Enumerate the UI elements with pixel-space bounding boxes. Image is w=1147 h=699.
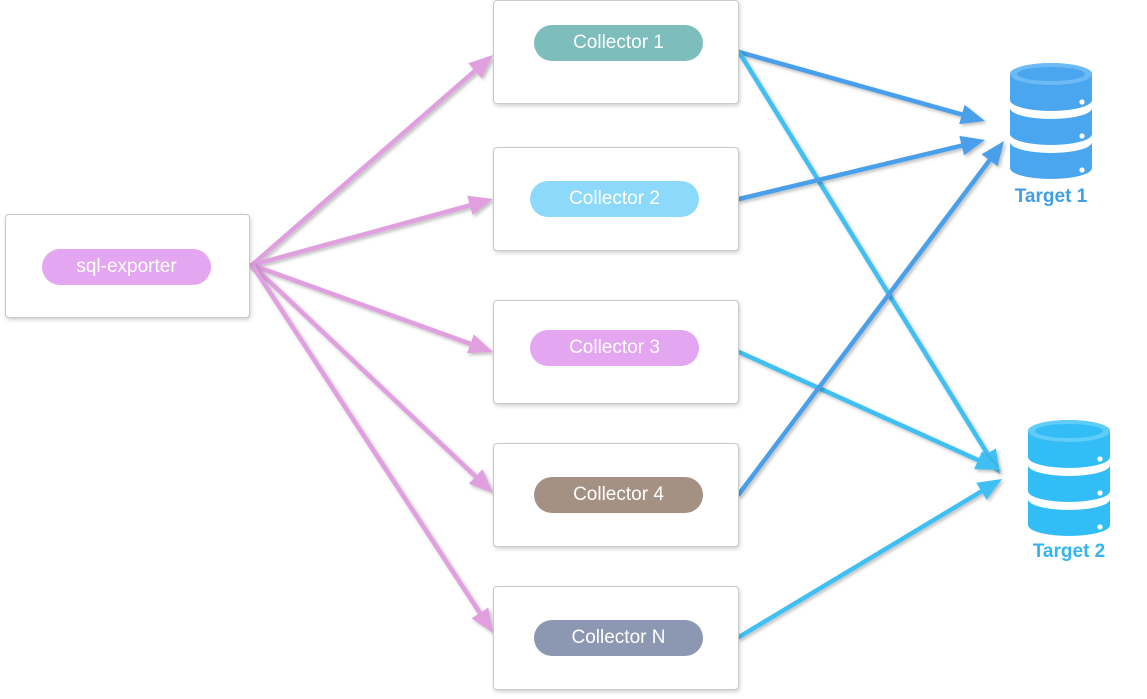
edges-layer: [249, 49, 1004, 640]
arrowhead: [981, 141, 1004, 167]
edge-source-to-collector-n: [249, 262, 493, 633]
collector-pill-4: Collector 4: [534, 477, 703, 513]
edge-line: [249, 262, 484, 617]
collector-label: Collector N: [571, 627, 666, 648]
target-1-label: Target 1: [1014, 186, 1088, 207]
database-icon: [1010, 63, 1092, 179]
collector-pill-3: Collector 3: [530, 330, 699, 366]
source-label: sql-exporter: [76, 256, 177, 277]
edge-line: [736, 349, 983, 464]
edge-collector-4-to-target-1: [736, 141, 1004, 497]
edge-collector-1-to-target-1: [736, 49, 985, 125]
arrowhead: [959, 135, 985, 156]
collector-label: Collector 2: [569, 188, 660, 209]
target-2-label: Target 2: [1032, 541, 1106, 562]
arrowhead: [976, 479, 1002, 500]
edge-line: [736, 156, 994, 497]
edge-line: [736, 49, 967, 118]
edge-source-to-collector-2: [249, 195, 493, 268]
collector-label: Collector 1: [573, 32, 664, 53]
edge-line: [736, 488, 986, 640]
collector-node-n[interactable]: Collector N: [493, 586, 739, 690]
edge-line: [249, 202, 475, 268]
collector-node-3[interactable]: Collector 3: [493, 300, 739, 404]
collector-label: Collector 4: [573, 484, 664, 505]
edge-line: [736, 49, 991, 458]
edge-line: [736, 142, 966, 202]
edge-line: [249, 262, 475, 347]
edge-line: [249, 67, 479, 268]
arrowhead: [468, 469, 493, 493]
collector-label: Collector 3: [569, 337, 660, 358]
collector-node-4[interactable]: Collector 4: [493, 443, 739, 547]
arrowhead: [467, 195, 493, 215]
source-node[interactable]: sql-exporter: [5, 214, 250, 318]
database-icon: [1028, 420, 1110, 536]
source-pill: sql-exporter: [42, 249, 211, 285]
collector-pill-n: Collector N: [534, 620, 703, 656]
edge-source-to-collector-3: [249, 262, 493, 354]
collector-node-1[interactable]: Collector 1: [493, 0, 739, 104]
arrowhead: [471, 607, 493, 633]
edge-source-to-collector-4: [249, 262, 493, 493]
arrowhead: [959, 104, 985, 125]
edge-source-to-collector-1: [249, 55, 493, 268]
arrowhead: [467, 334, 493, 354]
collector-pill-1: Collector 1: [534, 25, 703, 61]
arrowhead: [468, 55, 493, 79]
collector-node-2[interactable]: Collector 2: [493, 147, 739, 251]
edge-line: [249, 262, 480, 481]
arrowhead: [974, 451, 1000, 470]
edge-collector-3-to-target-2: [736, 349, 1000, 470]
edge-collector-2-to-target-1: [736, 135, 985, 202]
collector-pill-2: Collector 2: [530, 181, 699, 217]
edge-collector-n-to-target-2: [736, 479, 1002, 640]
